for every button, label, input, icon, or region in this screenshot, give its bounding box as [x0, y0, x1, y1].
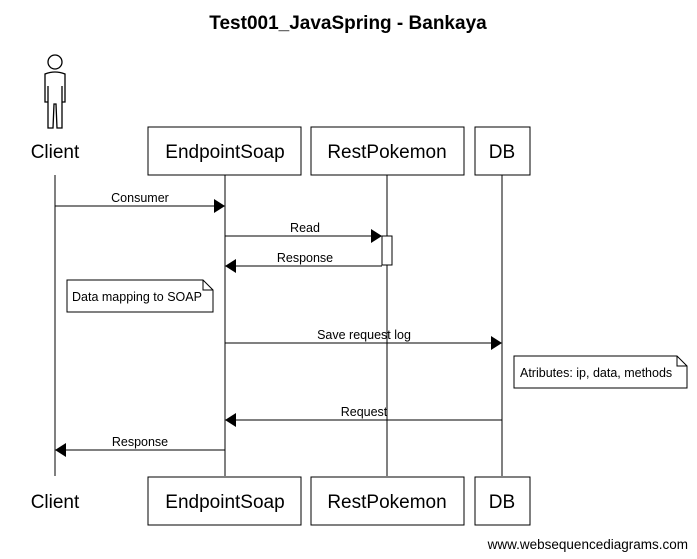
participant-restpokemon-top: RestPokemon — [310, 126, 465, 176]
participant-endpointsoap-label-bottom: EndpointSoap — [165, 492, 284, 513]
participant-restpokemon-label-bottom: RestPokemon — [327, 492, 446, 513]
message-response-client-label: Response — [112, 435, 168, 449]
message-consumer-label: Consumer — [111, 191, 169, 205]
message-read: Read — [225, 221, 382, 243]
participant-db-label-bottom: DB — [489, 492, 515, 513]
participant-endpointsoap-bottom: EndpointSoap — [147, 476, 302, 526]
participant-db-bottom: DB — [474, 476, 531, 526]
participant-endpointsoap-label-top: EndpointSoap — [165, 142, 284, 163]
participant-client-top: Client — [31, 142, 80, 163]
participant-endpointsoap-top: EndpointSoap — [147, 126, 302, 176]
participant-db-top: DB — [474, 126, 531, 176]
message-response-client: Response — [55, 435, 225, 457]
message-read-label: Read — [290, 221, 320, 235]
message-response-rest: Response — [225, 251, 382, 273]
participant-restpokemon-bottom: RestPokemon — [310, 476, 465, 526]
note-atributes-text: Atributes: ip, data, methods — [520, 366, 672, 380]
message-save-request-log-label: Save request log — [317, 328, 411, 342]
footer-watermark[interactable]: www.websequencediagrams.com — [487, 537, 688, 552]
message-request: Request — [225, 405, 502, 427]
participant-restpokemon-label-top: RestPokemon — [327, 142, 446, 163]
lifelines — [54, 175, 503, 476]
note-data-mapping: Data mapping to SOAP — [66, 279, 214, 313]
diagram-title: Test001_JavaSpring - Bankaya — [209, 13, 487, 34]
actor-client-top — [44, 54, 66, 129]
message-request-label: Request — [341, 405, 388, 419]
activation-restpokemon — [381, 235, 393, 266]
note-data-mapping-text: Data mapping to SOAP — [72, 290, 202, 304]
message-response-rest-label: Response — [277, 251, 333, 265]
message-consumer: Consumer — [55, 191, 225, 213]
participant-db-label-top: DB — [489, 142, 515, 163]
note-atributes: Atributes: ip, data, methods — [513, 355, 688, 389]
message-save-request-log: Save request log — [225, 328, 502, 350]
participant-client-bottom: Client — [31, 492, 80, 513]
person-icon — [44, 54, 66, 129]
